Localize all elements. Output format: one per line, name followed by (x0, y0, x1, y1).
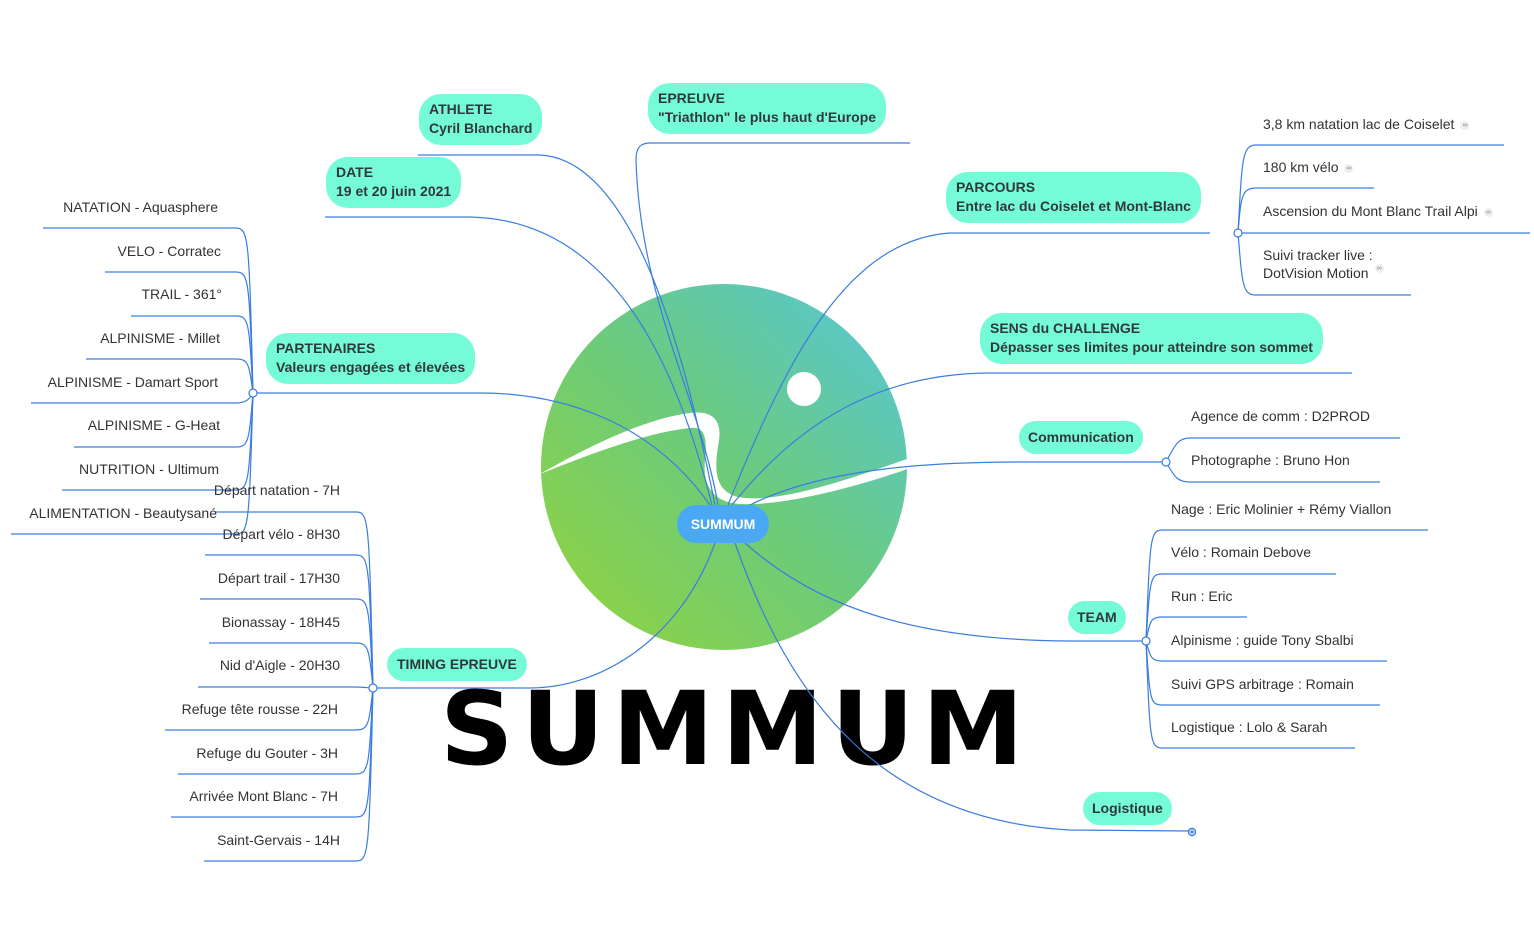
parcours-item[interactable]: 180 km vélo ∞ (1263, 158, 1354, 176)
timing-item[interactable]: Refuge du Gouter - 3H (196, 745, 338, 761)
link-icon[interactable]: ∞ (1483, 207, 1493, 217)
topic-communication[interactable]: Communication (1019, 421, 1143, 454)
topic-date-title: DATE (336, 164, 374, 180)
team-item[interactable]: Alpinisme : guide Tony Sbalbi (1171, 632, 1354, 648)
topic-epreuve-title: EPREUVE (658, 90, 725, 106)
partenaires-item[interactable]: TRAIL - 361° (141, 286, 222, 302)
topic-partenaires[interactable]: PARTENAIRES Valeurs engagées et élevées (266, 333, 476, 384)
partenaires-item[interactable]: VELO - Corratec (117, 243, 221, 259)
timing-item[interactable]: Départ natation - 7H (213, 482, 340, 498)
logo-dot (787, 372, 821, 406)
topic-date[interactable]: DATE 19 et 20 juin 2021 (326, 157, 462, 208)
timing-item[interactable]: Départ trail - 17H30 (217, 570, 340, 586)
timing-item[interactable]: Arrivée Mont Blanc - 7H (189, 788, 338, 804)
timing-item[interactable]: Nid d'Aigle - 20H30 (219, 657, 340, 673)
topic-timing[interactable]: TIMING EPREUVE (387, 648, 527, 681)
parcours-item-label: 180 km vélo (1263, 159, 1339, 175)
team-item[interactable]: Run : Eric (1171, 588, 1233, 604)
topic-communication-title: Communication (1028, 429, 1134, 445)
communication-item[interactable]: Photographe : Bruno Hon (1191, 452, 1350, 468)
partenaires-item[interactable]: ALIMENTATION - Beautysané (29, 505, 217, 521)
topic-sens-title: SENS du CHALLENGE (990, 320, 1141, 336)
timing-item[interactable]: Départ vélo - 8H30 (222, 526, 340, 542)
topic-timing-title: TIMING EPREUVE (397, 656, 517, 672)
timing-item[interactable]: Bionassay - 18H45 (221, 614, 340, 630)
partenaires-item[interactable]: ALPINISME - Damart Sport (47, 374, 218, 390)
topic-athlete-title: ATHLETE (429, 101, 493, 117)
partenaires-item[interactable]: NUTRITION - Ultimum (79, 461, 219, 477)
topic-team[interactable]: TEAM (1068, 601, 1126, 634)
central-topic[interactable]: SUMMUM (677, 505, 769, 543)
topic-partenaires-subtitle: Valeurs engagées et élevées (276, 359, 466, 375)
partenaires-item[interactable]: ALPINISME - Millet (100, 330, 220, 346)
parcours-item[interactable]: Ascension du Mont Blanc Trail Alpi ∞ (1263, 202, 1493, 220)
topic-sens-subtitle: Dépasser ses limites pour atteindre son … (990, 339, 1313, 355)
topic-epreuve[interactable]: EPREUVE "Triathlon" le plus haut d'Europ… (648, 83, 887, 134)
timing-item[interactable]: Saint-Gervais - 14H (217, 832, 340, 848)
link-icon[interactable]: ∞ (1460, 120, 1470, 130)
team-item[interactable]: Logistique : Lolo & Sarah (1171, 719, 1328, 735)
brand-wordmark: SUMMUM (440, 670, 1032, 789)
team-item[interactable]: Nage : Eric Molinier + Rémy Viallon (1171, 501, 1392, 517)
partenaires-item[interactable]: NATATION - Aquasphere (63, 199, 218, 215)
parcours-item-label: Ascension du Mont Blanc Trail Alpi (1263, 203, 1478, 219)
team-item[interactable]: Suivi GPS arbitrage : Romain (1171, 676, 1354, 692)
topic-sens[interactable]: SENS du CHALLENGE Dépasser ses limites p… (980, 313, 1323, 364)
topic-partenaires-title: PARTENAIRES (276, 340, 376, 356)
topic-parcours-subtitle: Entre lac du Coiselet et Mont-Blanc (956, 198, 1191, 214)
topic-parcours[interactable]: PARCOURS Entre lac du Coiselet et Mont-B… (946, 172, 1201, 223)
logo-circle (541, 284, 907, 650)
topic-team-title: TEAM (1077, 609, 1117, 625)
timing-item[interactable]: Refuge tête rousse - 22H (181, 701, 338, 717)
parcours-item[interactable]: 3,8 km natation lac de Coiselet ∞ (1263, 115, 1470, 133)
parcours-item-label-line2: DotVision Motion (1263, 265, 1369, 281)
communication-item[interactable]: Agence de comm : D2PROD (1191, 408, 1370, 424)
topic-logistique[interactable]: Logistique (1083, 792, 1172, 825)
link-icon[interactable]: ∞ (1374, 263, 1384, 273)
team-item[interactable]: Vélo : Romain Debove (1171, 544, 1312, 560)
topic-date-subtitle: 19 et 20 juin 2021 (336, 183, 452, 199)
link-icon[interactable]: ∞ (1344, 163, 1354, 173)
topic-epreuve-subtitle: "Triathlon" le plus haut d'Europe (658, 109, 877, 125)
topic-athlete-subtitle: Cyril Blanchard (429, 120, 533, 136)
topic-parcours-title: PARCOURS (956, 179, 1036, 195)
parcours-item[interactable]: Suivi tracker live : DotVision Motion ∞ (1263, 246, 1384, 282)
parcours-item-label: 3,8 km natation lac de Coiselet (1263, 116, 1455, 132)
partenaires-item[interactable]: ALPINISME - G-Heat (87, 417, 220, 433)
topic-logistique-title: Logistique (1092, 800, 1163, 816)
topic-athlete[interactable]: ATHLETE Cyril Blanchard (419, 94, 543, 145)
parcours-item-label: Suivi tracker live : (1263, 247, 1373, 263)
